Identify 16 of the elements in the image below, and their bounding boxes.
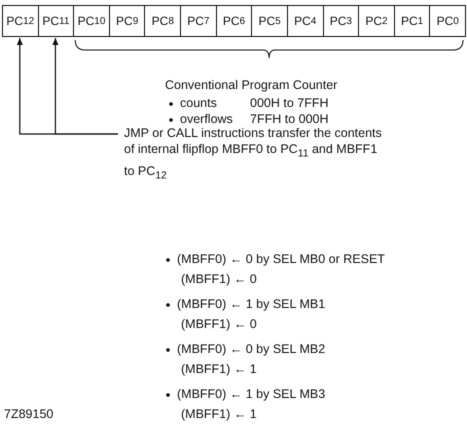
bullet-item: counts [180, 96, 217, 111]
assignment-text: (MBFF0) ← 1 by SEL MB3 [177, 387, 326, 402]
assignment-text: (MBFF0) ← 0 by SEL MB2 [177, 342, 326, 357]
assignment-text: (MBFF0) ← 1 by SEL MB1 [177, 297, 326, 312]
assignment-text: (MBFF1) ← 0 [181, 272, 257, 287]
note-text: JMP or CALL instructions transfer the contents of internal flipflop MBFF0 to PC$_{11}$ and MBFF1 to PC$_{12}$ [124, 125, 386, 184]
assignment-text: (MBFF0) ← 0 by SEL MB0 or RESET [177, 252, 385, 267]
assignment-text: (MBFF1) ← 0 [181, 317, 257, 332]
assignment-text: (MBFF1) ← 1 [181, 362, 257, 377]
assignment-text: (MBFF1) ← 1 [181, 407, 257, 422]
figure-code: 7Z89150 [4, 407, 54, 422]
arrow [52, 38, 118, 135]
value-text: 000H to 7FFH [250, 96, 329, 111]
bullet-item: overflows [180, 112, 233, 127]
heading: Conventional Program Counter [165, 78, 338, 93]
value-text: 7FFH to 000H [250, 112, 329, 127]
